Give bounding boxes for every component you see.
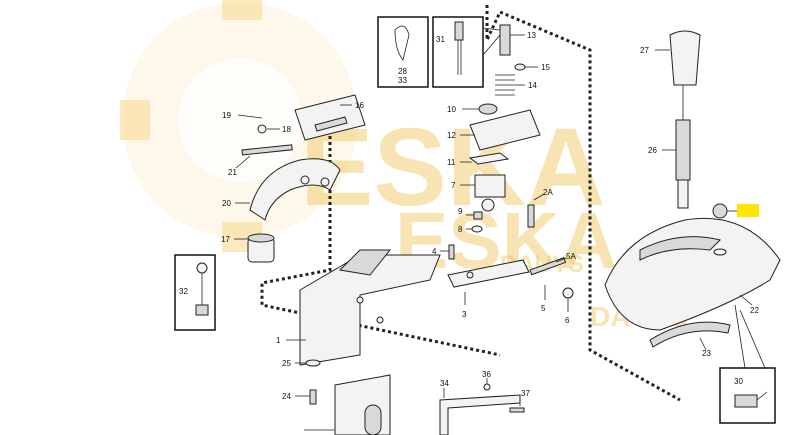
pin-5a-5 [529, 257, 567, 300]
label-22: 22 [750, 306, 759, 315]
label-3: 3 [462, 310, 467, 319]
clip-15 [514, 63, 538, 71]
label-37: 37 [521, 389, 530, 398]
label-36: 36 [482, 370, 491, 379]
label-13: 13 [527, 31, 536, 40]
pin-13 [499, 24, 525, 56]
block-7 [460, 174, 506, 212]
label-19: 19 [222, 111, 231, 120]
label-23: 23 [702, 349, 711, 358]
bushing-17 [234, 233, 275, 263]
bolt-2a [527, 193, 545, 228]
label-6: 6 [565, 316, 570, 325]
inset-31: 31 [432, 16, 501, 88]
label-9: 9 [458, 207, 463, 216]
label-7: 7 [451, 181, 456, 190]
label-21: 21 [228, 168, 237, 177]
label-28: 28 [398, 67, 407, 76]
label-2A: 2A [543, 188, 553, 197]
cap-6 [562, 287, 574, 312]
screw-4 [440, 244, 455, 260]
label-34: 34 [440, 379, 449, 388]
spacer-8 [466, 225, 483, 233]
label-8: 8 [458, 225, 463, 234]
label-32: 32 [179, 287, 188, 296]
label-14: 14 [528, 81, 537, 90]
label-12: 12 [447, 131, 456, 140]
lower-housing [304, 374, 391, 435]
shifter-cover-22 [604, 217, 781, 331]
bracket-34 [439, 388, 521, 435]
label-25: 25 [282, 359, 291, 368]
label-20: 20 [222, 199, 231, 208]
spring-14 [495, 74, 525, 96]
label-31: 31 [436, 35, 445, 44]
label-11: 11 [447, 158, 456, 167]
plate-16 [294, 94, 366, 141]
highlight-29-badge [737, 204, 759, 217]
label-17: 17 [221, 235, 230, 244]
label-5: 5 [541, 304, 546, 313]
pin-21 [235, 144, 293, 169]
inset-32: 32 [174, 254, 216, 331]
label-33: 33 [398, 76, 407, 85]
gasket-11 [460, 152, 510, 165]
main-bracket-1 [286, 249, 441, 366]
seal-strip-23 [649, 321, 731, 351]
label-1: 1 [276, 336, 281, 345]
label-16: 16 [355, 101, 364, 110]
washer-25 [295, 359, 321, 367]
bolt-24 [295, 389, 317, 405]
inset-28-33: 28 33 [377, 16, 429, 88]
label-5A: 5A [566, 252, 576, 261]
screw-37 [509, 396, 525, 413]
nut-9 [466, 211, 483, 220]
label-27: 27 [640, 46, 649, 55]
guide-12 [460, 109, 541, 151]
inset-30: 30 [719, 304, 776, 424]
plate-3 [447, 259, 530, 305]
label-26: 26 [648, 146, 657, 155]
label-30: 30 [734, 377, 743, 386]
label-4: 4 [432, 247, 437, 256]
shift-knob-27 [655, 30, 701, 86]
screw-36 [483, 378, 491, 391]
cap-10 [462, 103, 498, 115]
label-18: 18 [282, 125, 291, 134]
bracket-20 [235, 158, 341, 221]
label-15: 15 [541, 63, 550, 72]
label-24: 24 [282, 392, 291, 401]
lever-rod-26 [662, 85, 691, 209]
label-10: 10 [447, 105, 456, 114]
part-29-knob-cap [712, 203, 737, 219]
part-19-18 [237, 114, 280, 134]
